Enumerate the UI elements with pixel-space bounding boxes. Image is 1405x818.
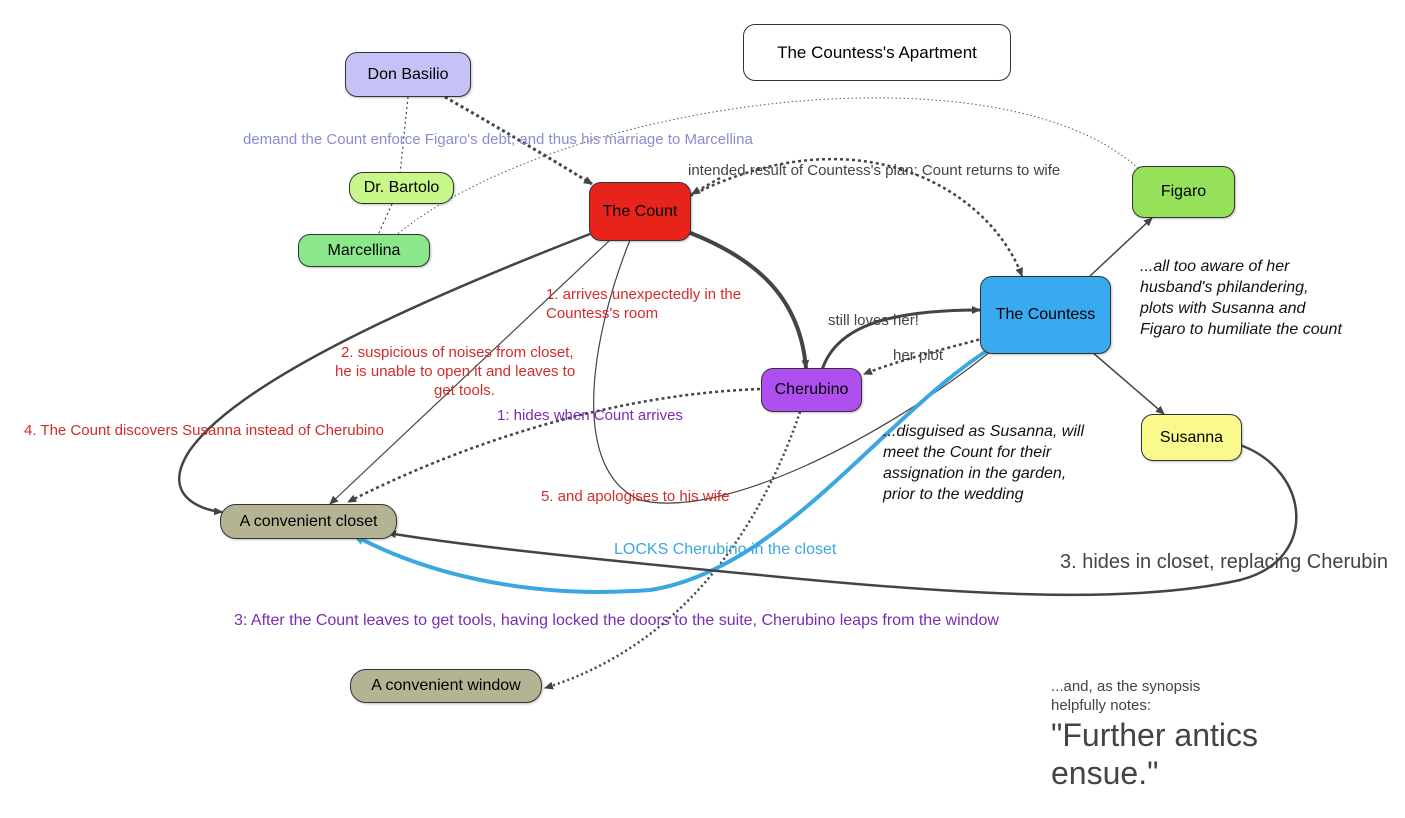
label-suspicious-2: he is unable to open it and leaves to xyxy=(335,363,576,380)
node-apartment: The Countess's Apartment xyxy=(743,24,1011,81)
edge-count-closet-discovers xyxy=(178,232,591,516)
label-her-plot: her plot xyxy=(893,347,944,364)
label-suspicious-3: get tools. xyxy=(434,382,495,399)
edge-count-cherubino xyxy=(687,230,810,369)
label-arrives-2: Countess's room xyxy=(546,305,659,322)
edge-countess-figaro xyxy=(1089,217,1153,277)
node-convenient-window: A convenient window xyxy=(350,669,542,703)
label-hides: 1: hides when Count arrives xyxy=(497,407,683,424)
node-susanna: Susanna xyxy=(1141,414,1242,461)
edge-intended-back xyxy=(691,176,721,196)
node-don-basilio: Don Basilio xyxy=(345,52,471,97)
node-figaro: Figaro xyxy=(1132,166,1235,218)
edge-marcellina-figaro xyxy=(394,97,1141,237)
edge-count-countess-apologises xyxy=(593,239,991,504)
label-suspicious-1: 2. suspicious of noises from closet, xyxy=(341,344,574,361)
edge-bartolo-marcellina xyxy=(377,203,393,236)
edge-basilio-count xyxy=(444,95,593,186)
note-countess: ...all too aware of her husband's philan… xyxy=(1140,258,1342,338)
edge-cherubino-window xyxy=(544,411,802,690)
node-the-count: The Count xyxy=(589,182,691,241)
edge-susanna-closet xyxy=(387,443,1298,597)
synopsis-big: "Further antics ensue." xyxy=(1051,717,1258,791)
synopsis-small: ...and, as the synopsis helpfully notes: xyxy=(1051,678,1201,714)
node-cherubino: Cherubino xyxy=(761,368,862,412)
edge-cherubino-countess xyxy=(820,306,981,371)
label-locks: LOCKS Cherubino in the closet xyxy=(614,541,837,558)
node-the-countess: The Countess xyxy=(980,276,1111,354)
edge-count-closet-suspicious xyxy=(329,239,611,505)
label-apologises: 5. and apologises to his wife xyxy=(541,488,730,505)
edge-countess-cherubino xyxy=(863,336,986,376)
edge-countess-closet-locks xyxy=(353,348,990,594)
node-dr-bartolo: Dr. Bartolo xyxy=(349,172,454,204)
label-still-loves: still loves her! xyxy=(828,312,919,329)
node-convenient-closet: A convenient closet xyxy=(220,504,397,539)
label-arrives-1: 1. arrives unexpectedly in the xyxy=(546,286,742,303)
label-intended: intended result of Countess's plan: Coun… xyxy=(688,162,1061,179)
note-susanna-disguise: ...disguised as Susanna, will meet the C… xyxy=(883,423,1084,503)
label-discovers: 4. The Count discovers Susanna instead o… xyxy=(24,422,384,439)
label-replacing: 3. hides in closet, replacing Cherubin xyxy=(1060,551,1388,573)
label-leaps: 3: After the Count leaves to get tools, … xyxy=(234,612,999,629)
label-demand: demand the Count enforce Figaro's debt, … xyxy=(243,131,753,148)
edge-countess-susanna xyxy=(1091,351,1165,415)
node-marcellina: Marcellina xyxy=(298,234,430,267)
